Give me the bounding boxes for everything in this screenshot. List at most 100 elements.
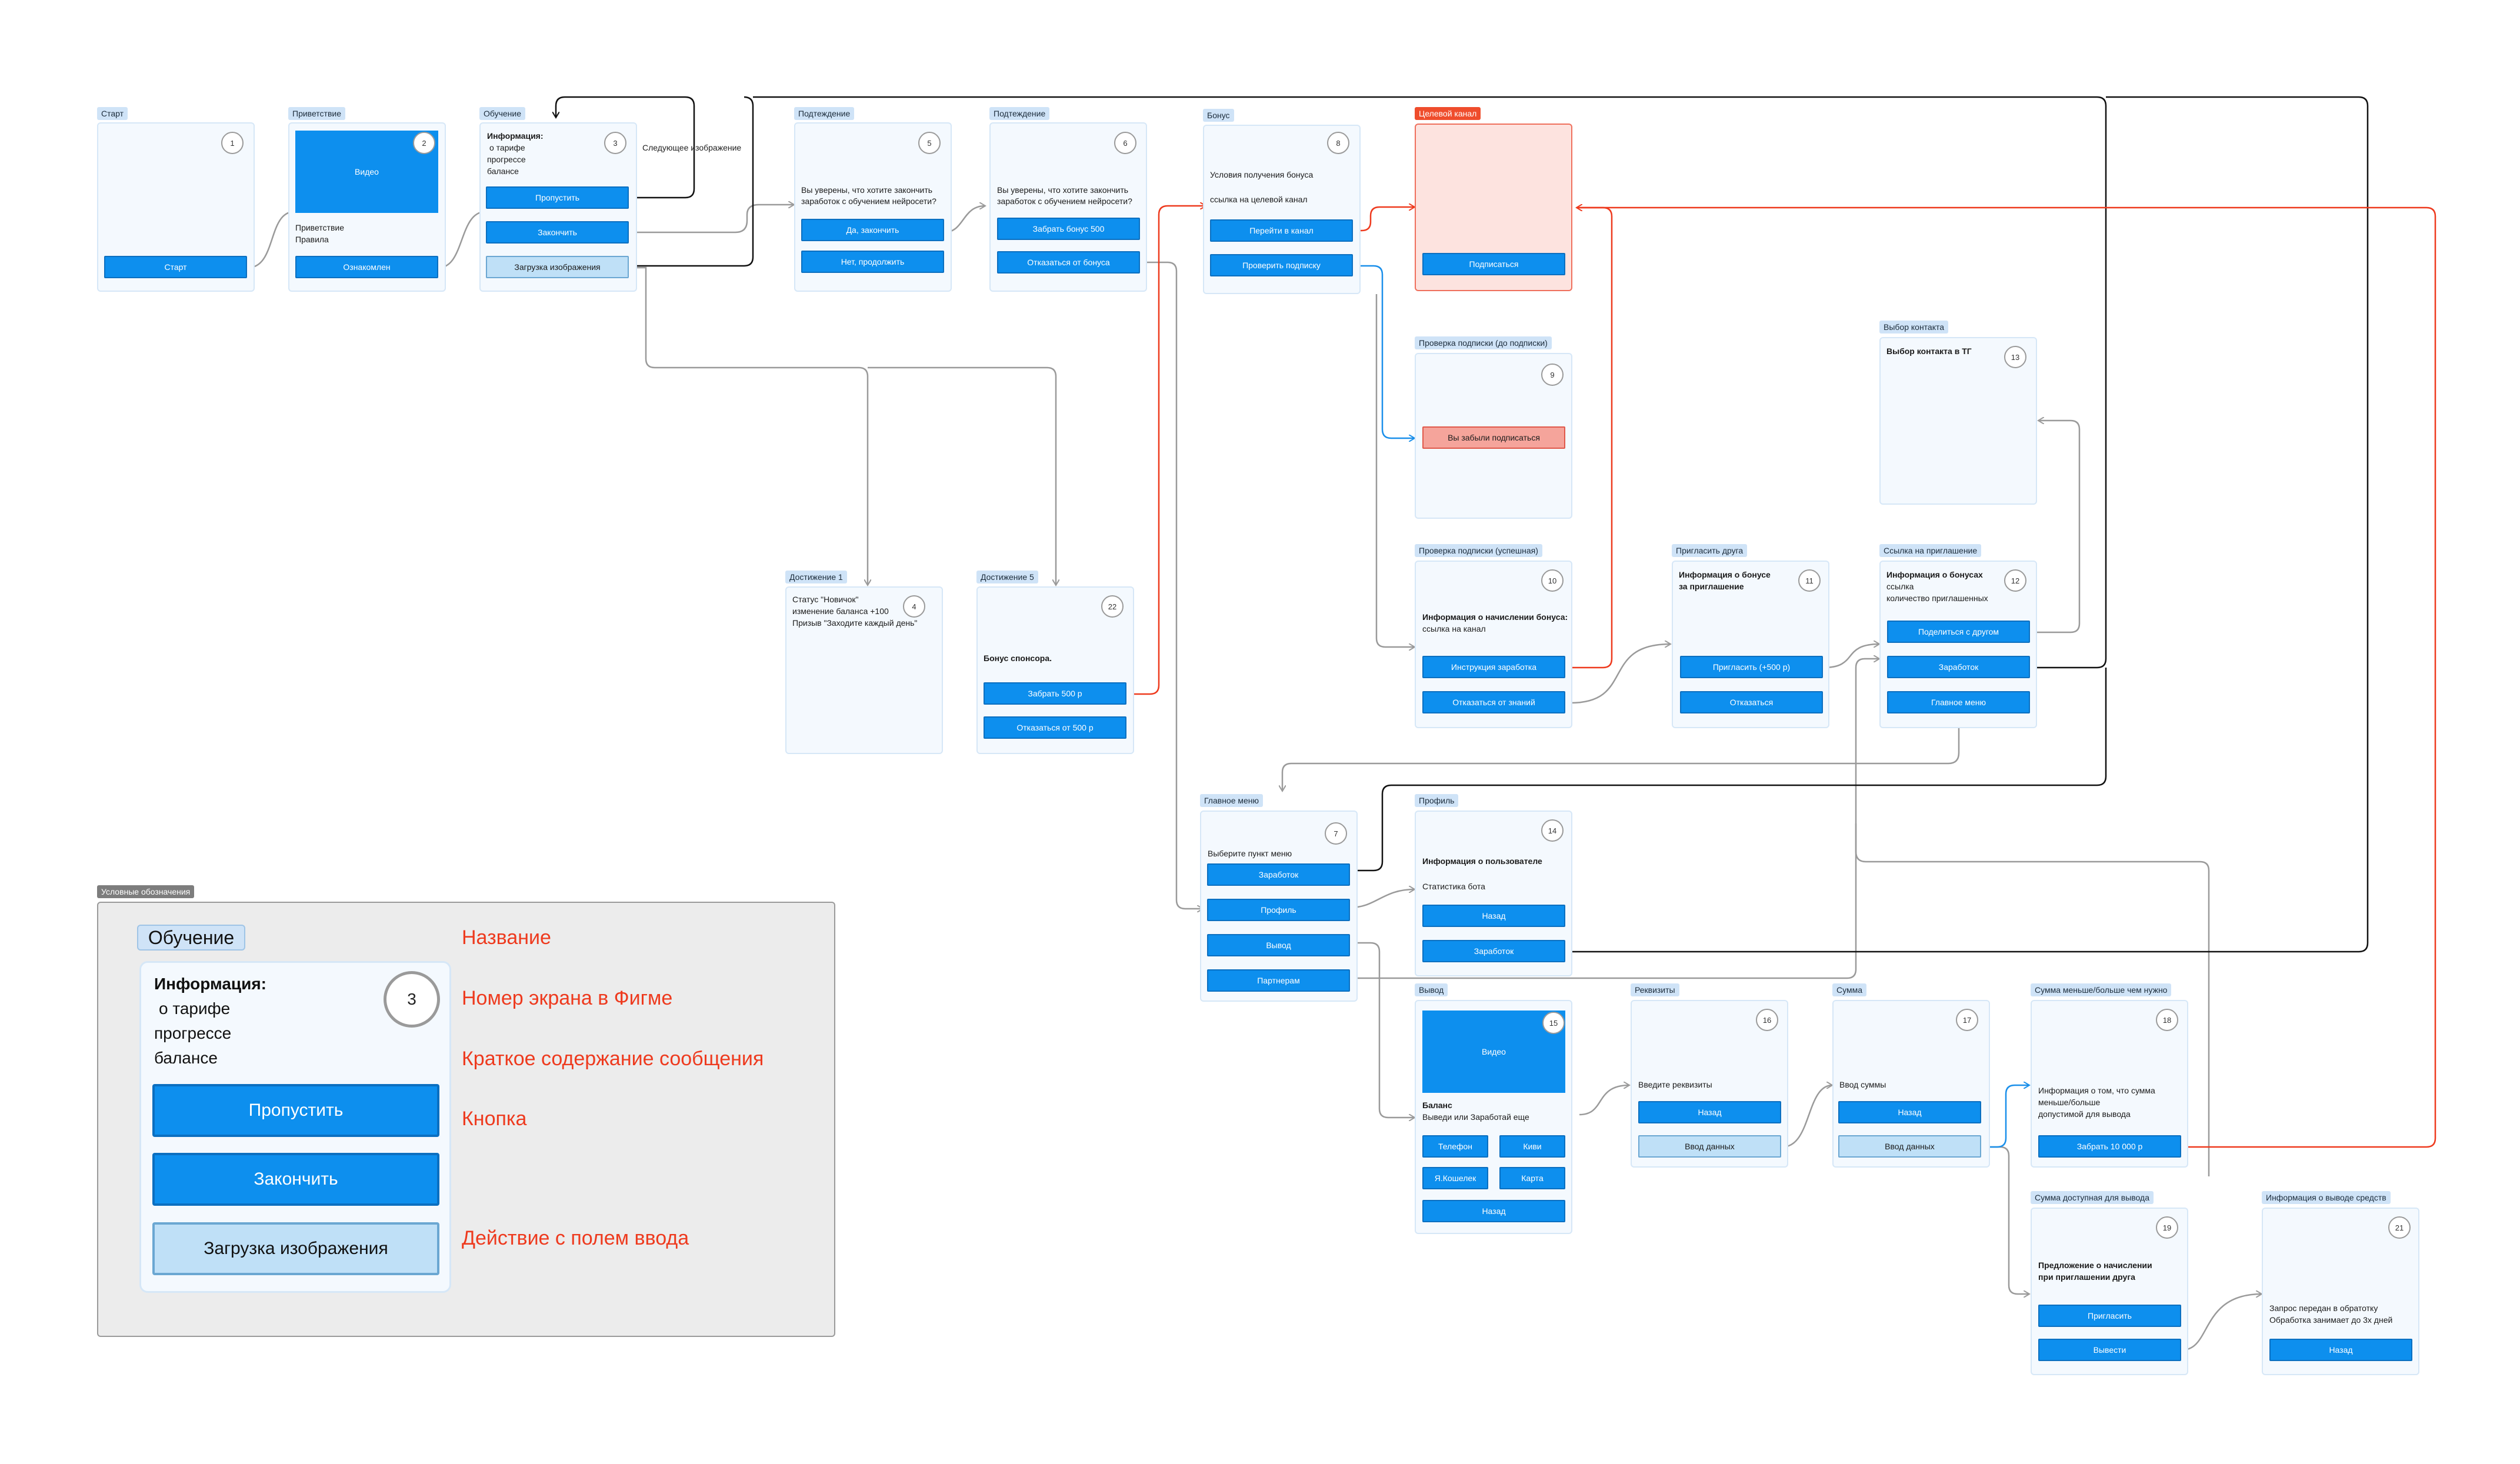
profile-button[interactable]: Профиль	[1207, 899, 1350, 921]
bonus-info: Информация о начислении бонуса:	[1422, 612, 1568, 622]
tag-start: Старт	[97, 107, 128, 120]
link-requisites-sum	[1782, 1085, 1832, 1148]
screen-number: 8	[1327, 132, 1349, 154]
withdraw-prompt: Выведи или Заработай еще	[1422, 1112, 1529, 1122]
screen-number: 14	[1541, 819, 1564, 842]
screen-number: 22	[1101, 595, 1124, 618]
withdraw-button[interactable]: Вывод	[1207, 934, 1350, 956]
link-invite-link	[1823, 644, 1879, 669]
subscribe-button[interactable]: Подписаться	[1422, 253, 1565, 275]
link-take500	[1126, 206, 1206, 695]
refuse-button[interactable]: Отказаться	[1680, 691, 1823, 713]
tag-achievement-1: Достижение 1	[785, 571, 847, 583]
link-refuse-knowledge-invite	[1570, 644, 1671, 704]
link-earn-profile	[1350, 668, 2107, 872]
tag-sum-bad: Сумма меньше/больше чем нужно	[2031, 983, 2172, 996]
earning-button[interactable]: Заработок	[1422, 940, 1565, 962]
main-menu-button[interactable]: Главное меню	[1887, 691, 2030, 713]
confirm-text: Вы уверены, что хотите закончить заработ…	[801, 185, 936, 206]
link-welcome-training	[438, 212, 485, 269]
legend-label-title: Название	[462, 926, 551, 949]
screen-number: 13	[2004, 346, 2026, 368]
sponsor-bonus: Бонус спонсора.	[984, 653, 1052, 663]
take-500-button[interactable]: Забрать 500 р	[984, 682, 1126, 705]
balance-change: изменение баланса +100	[792, 606, 889, 616]
withdraw-money-button[interactable]: Вывести	[2038, 1339, 2181, 1361]
link-withdraw-info	[2182, 1294, 2262, 1351]
screen-number: 9	[1541, 364, 1564, 386]
share-button[interactable]: Поделиться с другом	[1887, 621, 2030, 643]
requisites-prompt: Введите реквизиты	[1638, 1080, 1712, 1089]
legend-tag: Условные обозначения	[97, 885, 195, 898]
tag-achievement-5: Достижение 5	[976, 571, 1038, 583]
back-button[interactable]: Назад	[1422, 1200, 1565, 1222]
legend-info-line: о тарифе	[159, 999, 231, 1018]
link-share-contact	[2032, 421, 2081, 633]
refuse-bonus-button[interactable]: Отказаться от бонуса	[997, 251, 1140, 274]
acknowledge-button[interactable]: Ознакомлен	[295, 256, 438, 278]
skip-button[interactable]: Пропустить	[486, 186, 629, 209]
invite-friend-button[interactable]: Пригласить (+500 р)	[1680, 656, 1823, 678]
video-block[interactable]: Видео	[1422, 1011, 1565, 1093]
take-10000-button[interactable]: Забрать 10 000 р	[2038, 1135, 2181, 1158]
earning-instruction-button[interactable]: Инструкция заработка	[1422, 656, 1565, 678]
menu-prompt: Выберите пункт меню	[1208, 849, 1292, 858]
back-button[interactable]: Назад	[1638, 1101, 1781, 1123]
screen-number: 7	[1325, 822, 1347, 845]
tag-requisites: Реквизиты	[1631, 983, 1679, 996]
tag-target-channel: Целевой канал	[1415, 107, 1481, 120]
back-button[interactable]: Назад	[1422, 905, 1565, 927]
rules-text: Правила	[295, 235, 329, 244]
refuse-knowledge-button[interactable]: Отказаться от знаний	[1422, 691, 1565, 713]
processing-time: Обработка занимает до 3х дней	[2269, 1315, 2393, 1325]
back-button[interactable]: Назад	[1838, 1101, 1981, 1123]
finish-button[interactable]: Закончить	[486, 221, 629, 244]
refuse-500-button[interactable]: Отказаться от 500 р	[984, 716, 1126, 739]
phone-button[interactable]: Телефон	[1422, 1135, 1488, 1158]
screen-number: 16	[1756, 1009, 1778, 1031]
link-withdraw-requisites	[1579, 1085, 1629, 1116]
link-sum-bad	[1982, 1085, 2029, 1148]
invite-offer: при приглашении друга	[2038, 1272, 2135, 1282]
link-refuse-menu	[1141, 261, 1203, 909]
screen-number: 19	[2156, 1216, 2178, 1239]
tag-contact: Выбор контакта	[1879, 321, 1949, 334]
upload-image-input[interactable]: Загрузка изображения	[486, 256, 629, 278]
go-to-channel-button[interactable]: Перейти в канал	[1210, 219, 1353, 242]
back-button[interactable]: Назад	[2269, 1339, 2412, 1361]
partners-button[interactable]: Партнерам	[1207, 969, 1350, 992]
screen-number: 18	[2156, 1009, 2178, 1031]
status-text: Статус "Новичок"	[792, 595, 859, 604]
take-bonus-button[interactable]: Забрать бонус 500	[997, 218, 1140, 240]
call-text: Призыв "Заходите каждый день"	[792, 618, 918, 628]
earning-button[interactable]: Заработок	[1207, 863, 1350, 886]
link-partners	[1350, 659, 1879, 979]
channel-link: ссылка на канал	[1422, 624, 1486, 633]
card-button[interactable]: Карта	[1499, 1167, 1565, 1189]
screen-number: 21	[2388, 1216, 2411, 1239]
link-instruction	[1571, 206, 1613, 669]
screen-number: 15	[1542, 1012, 1565, 1034]
bonus-conditions: Условия получения бонуса	[1210, 170, 1314, 179]
legend-skip-button: Пропустить	[152, 1084, 439, 1137]
yandex-wallet-button[interactable]: Я.Кошелек	[1422, 1167, 1488, 1189]
data-input[interactable]: Ввод данных	[1638, 1135, 1781, 1158]
balance-label: Баланс	[1422, 1100, 1452, 1110]
data-input[interactable]: Ввод данных	[1838, 1135, 1981, 1158]
earning-button[interactable]: Заработок	[1887, 656, 2030, 678]
yes-finish-button[interactable]: Да, закончить	[801, 219, 944, 241]
no-continue-button[interactable]: Нет, продолжить	[801, 251, 944, 273]
screen-number: 10	[1541, 569, 1564, 592]
sum-info: допустимой для вывода	[2038, 1109, 2131, 1119]
legend-finish-button: Закончить	[152, 1153, 439, 1206]
start-button[interactable]: Старт	[104, 256, 247, 278]
info-line: балансе	[487, 166, 519, 176]
screen-number: 3	[604, 132, 626, 154]
invite-button[interactable]: Пригласить	[2038, 1305, 2181, 1327]
legend-label-input: Действие с полем ввода	[462, 1227, 689, 1249]
link-take10000	[1576, 208, 2436, 1148]
sum-info: Информация о том, что сумма	[2038, 1086, 2155, 1095]
link-profile-earn	[1568, 96, 2369, 953]
check-subscription-button[interactable]: Проверить подписку	[1210, 254, 1353, 276]
qiwi-button[interactable]: Киви	[1499, 1135, 1565, 1158]
